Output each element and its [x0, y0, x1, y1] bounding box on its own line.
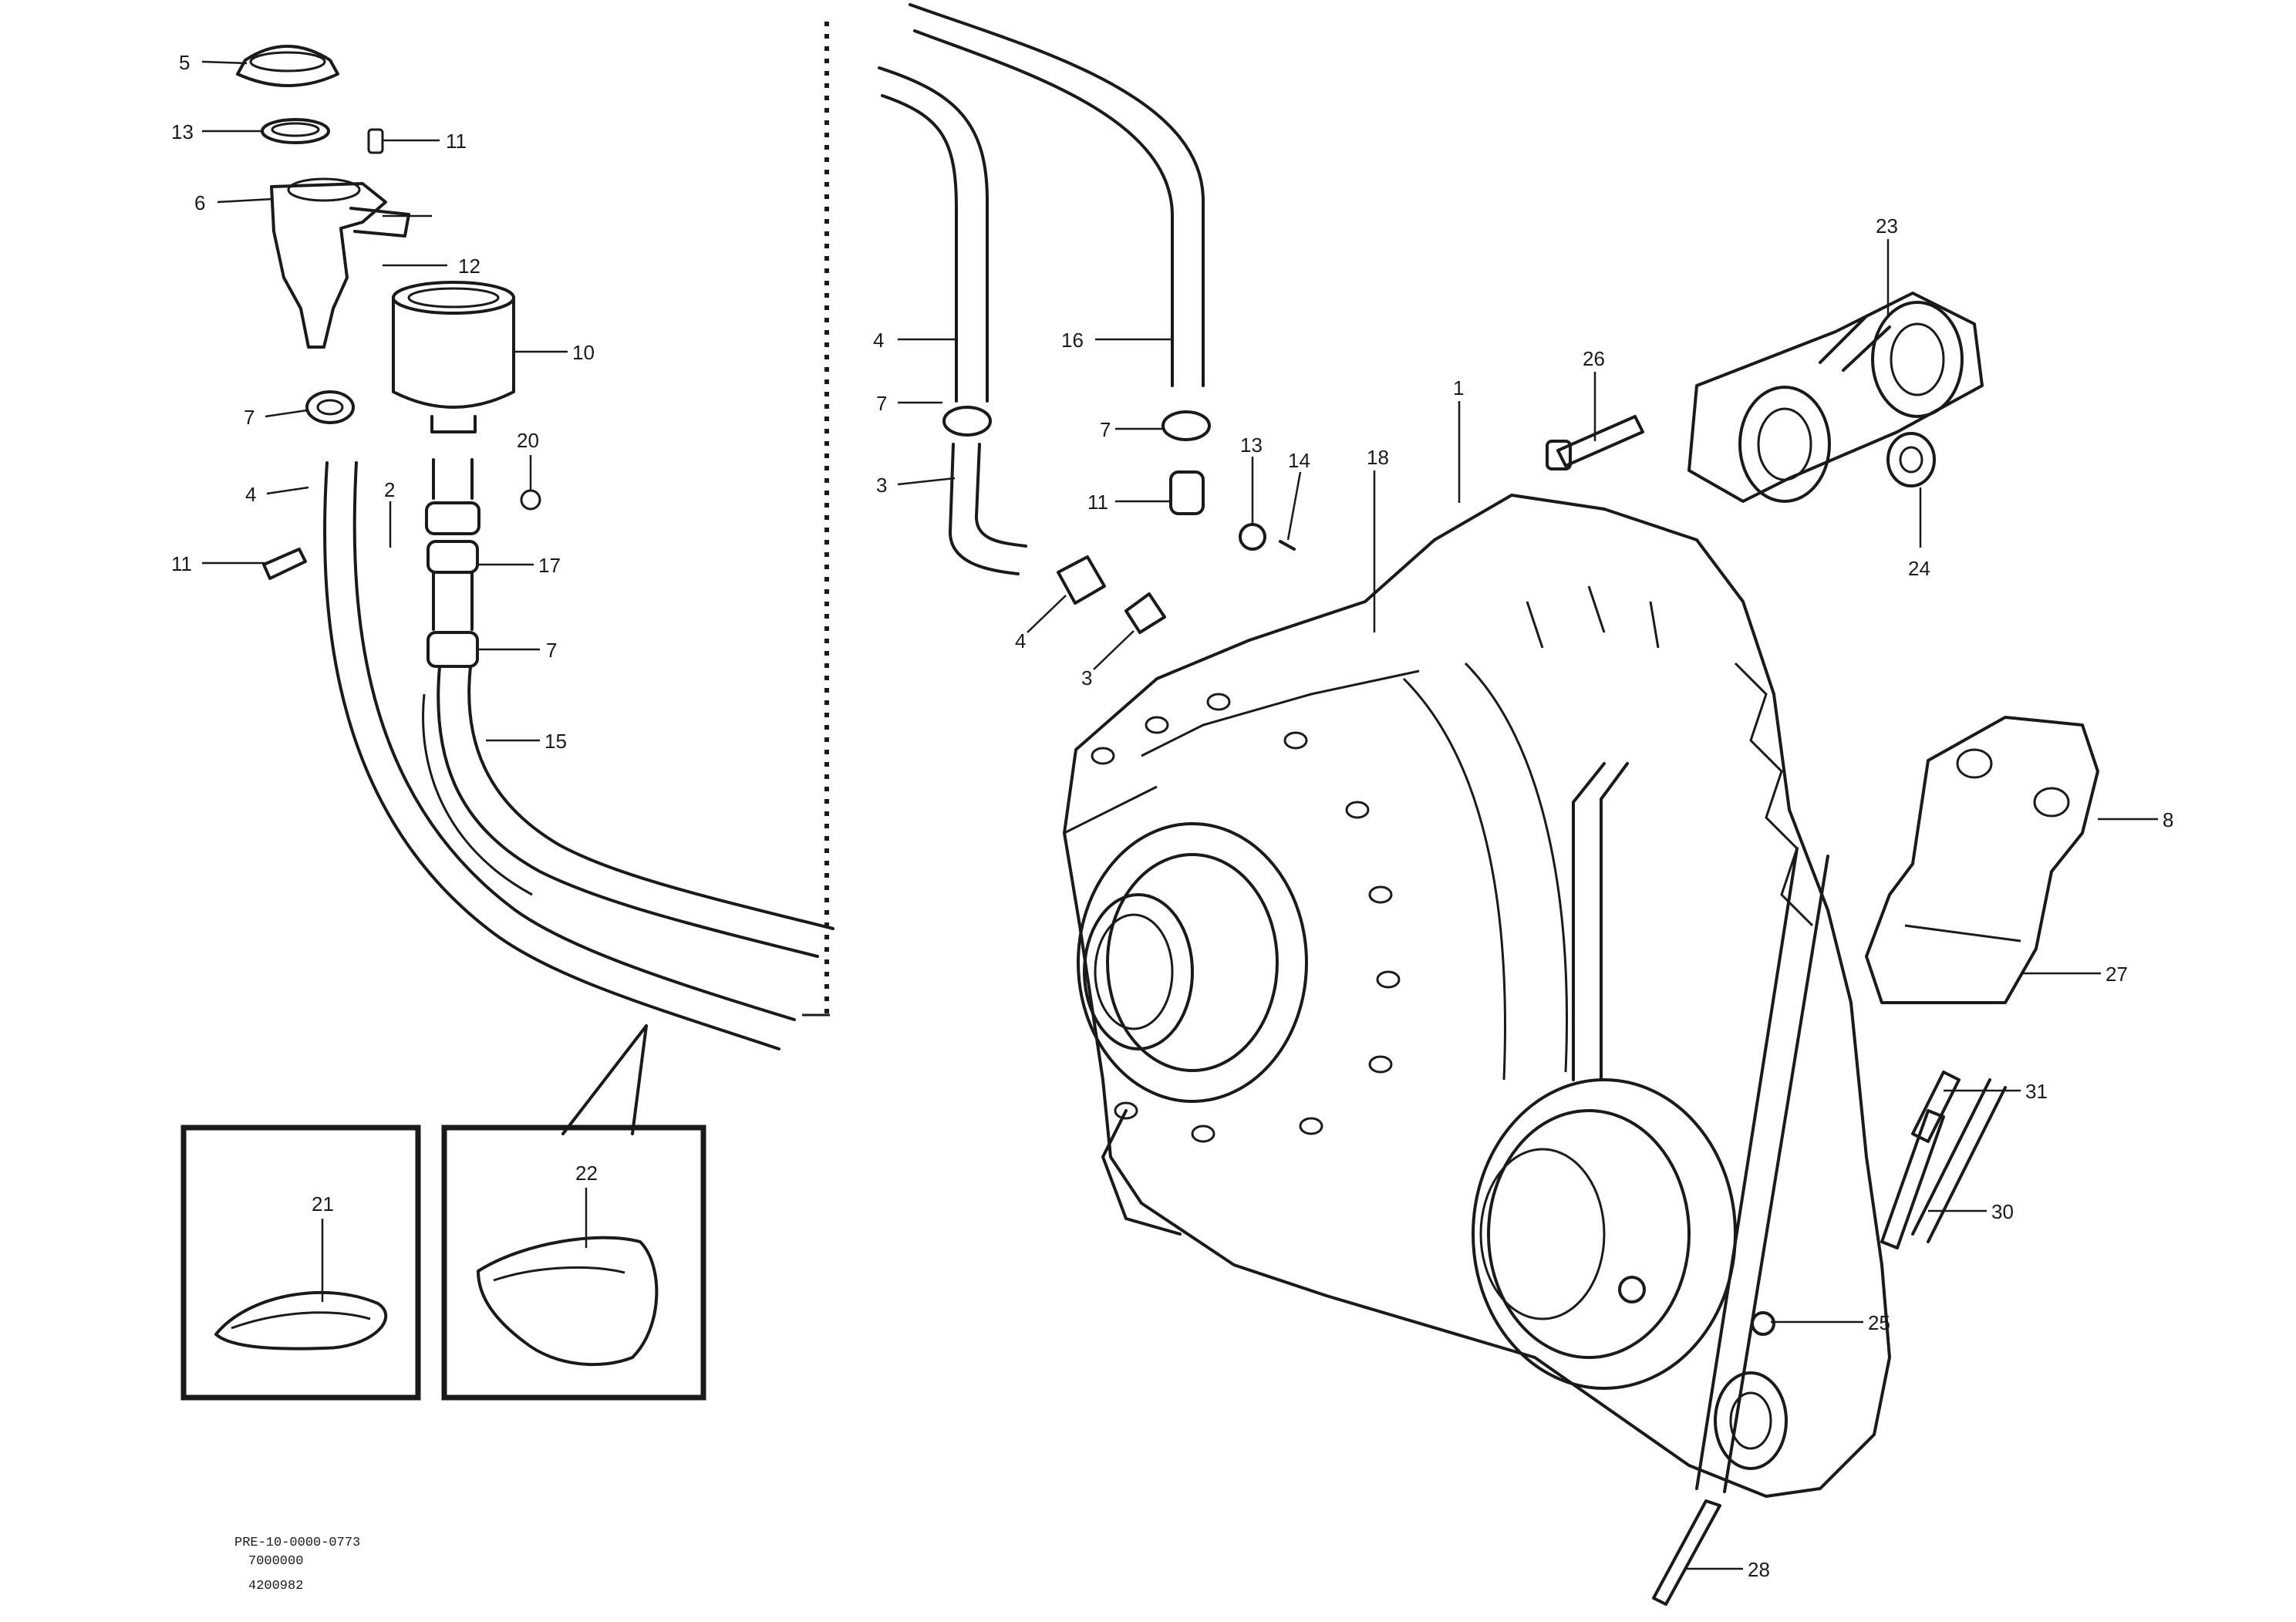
seal-ring: [261, 118, 330, 144]
screw-11-lower: [262, 548, 307, 580]
output-flange-left: [1077, 822, 1308, 1103]
callout-6: 6: [194, 191, 205, 214]
callout-10: 10: [572, 341, 595, 364]
callout-5: 5: [179, 51, 190, 74]
callout-4-hose: 4: [873, 329, 884, 352]
callout-15: 15: [544, 730, 567, 753]
screw-top: [367, 128, 384, 154]
callout-23: 23: [1876, 214, 1898, 238]
callout-28: 28: [1748, 1558, 1770, 1581]
hoses-left: [323, 461, 834, 1050]
callout-2: 2: [384, 478, 395, 501]
callout-7-lower: 7: [546, 639, 557, 662]
output-flange-right: [1472, 1078, 1737, 1390]
callout-22: 22: [575, 1162, 598, 1185]
leader-lines: [201, 60, 2158, 1570]
small-fitting-20: [520, 489, 541, 511]
reference-line-1: PRE-10-0000-0773: [234, 1536, 360, 1550]
filler-assembly: [236, 22, 834, 1050]
callout-11-right: 11: [1087, 491, 1108, 514]
callout-24: 24: [1908, 557, 1930, 580]
callout-3-hose: 3: [876, 474, 887, 497]
callout-11-lower: 11: [171, 552, 192, 575]
callout-7: 7: [244, 406, 255, 429]
callout-3-fitting: 3: [1081, 666, 1092, 690]
callout-27: 27: [2106, 963, 2128, 986]
filter-cartridge: [392, 281, 515, 433]
detail-inset-21: [180, 1125, 421, 1401]
gearbox-housing: [1063, 494, 2007, 1606]
callout-7-hose: 7: [876, 392, 887, 415]
support-bracket: [1865, 716, 2099, 1249]
callout-8: 8: [2163, 808, 2173, 831]
filler-cap: [236, 45, 339, 87]
callout-1: 1: [1453, 376, 1464, 400]
callout-4-fitting: 4: [1015, 629, 1026, 653]
callout-labels: 5 13 11 6 12 10 7 20 4 2 11 17 7 15 4 7 …: [171, 51, 2173, 1581]
detail-inset-22: [441, 1125, 706, 1401]
reference-line-2: 7000000: [248, 1554, 303, 1569]
breather-hoses: [878, 3, 1296, 634]
filler-neck: [270, 177, 410, 349]
callout-17: 17: [538, 554, 561, 577]
callout-12: 12: [458, 255, 480, 278]
drawing-reference: PRE-10-0000-0773 7000000 4200982: [234, 1536, 360, 1593]
engine-mount: [1546, 292, 1984, 503]
fitting-stack: [425, 458, 480, 668]
callout-26: 26: [1583, 347, 1605, 370]
callout-30: 30: [1991, 1200, 2014, 1223]
inset-arrows: [561, 1024, 648, 1135]
callout-14: 14: [1288, 449, 1310, 472]
callout-31: 31: [2025, 1080, 2048, 1103]
callout-21: 21: [312, 1192, 334, 1216]
callout-18: 18: [1367, 446, 1389, 469]
callout-25: 25: [1868, 1311, 1890, 1334]
callout-16: 16: [1061, 329, 1084, 352]
reference-line-3: 4200982: [248, 1579, 303, 1593]
callout-13: 13: [171, 120, 194, 143]
bolt-holes: [1091, 693, 1401, 1143]
callout-13-right: 13: [1240, 433, 1263, 457]
callout-4: 4: [245, 483, 256, 506]
callout-20: 20: [517, 429, 539, 452]
callout-11: 11: [446, 130, 467, 153]
callout-7-right: 7: [1100, 418, 1111, 441]
hose-clamp-left: [305, 390, 355, 424]
